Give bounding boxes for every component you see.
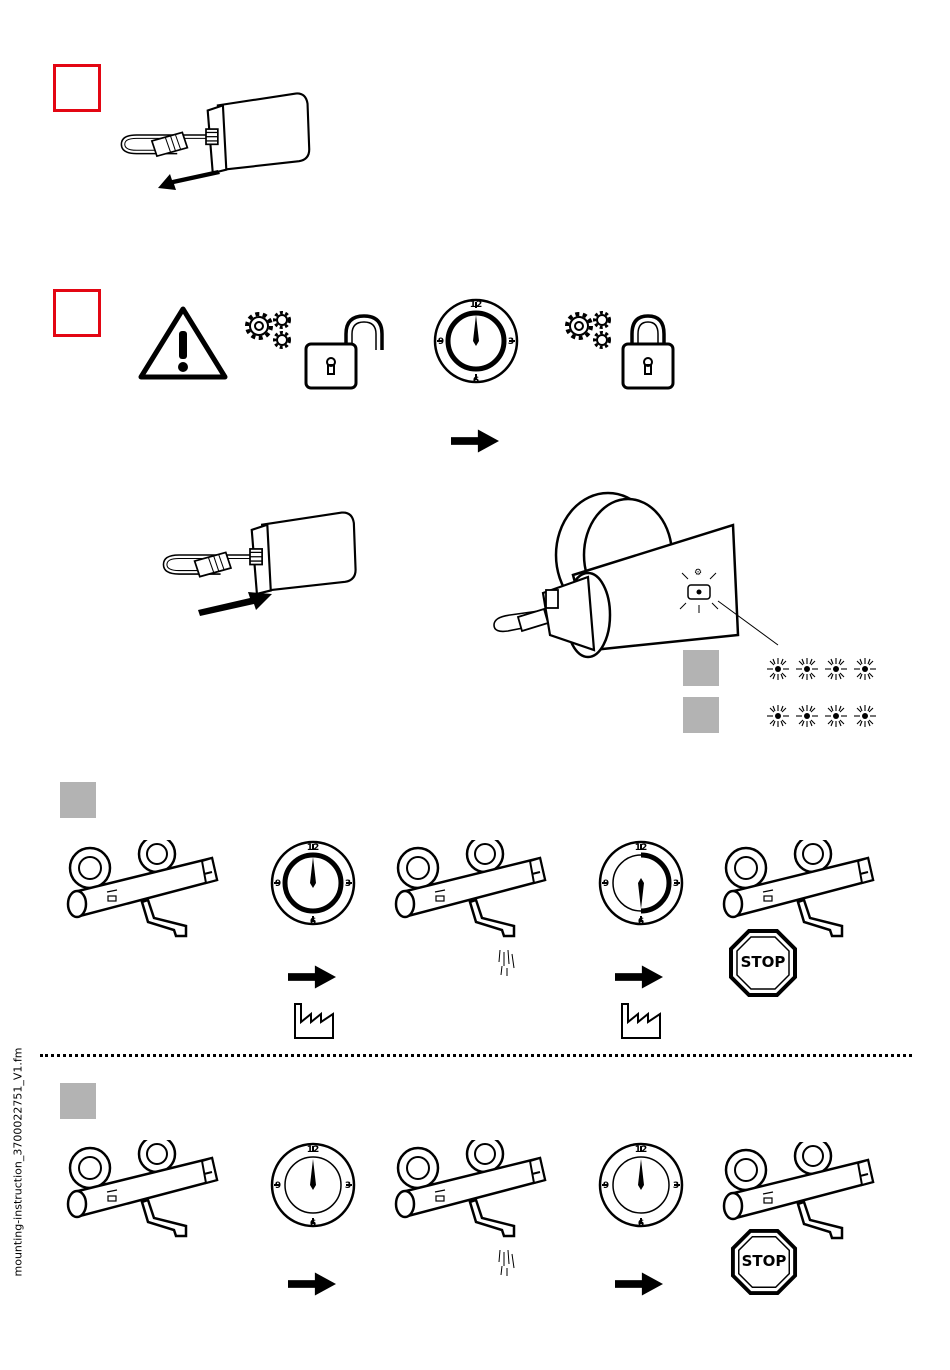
stop-label: STOP — [728, 953, 798, 971]
dial-label-9: 9 — [603, 879, 609, 889]
dial-label-3: 3 — [345, 1181, 351, 1191]
arrow-right-icon — [288, 1272, 336, 1296]
dial-label-9: 9 — [603, 1181, 609, 1191]
blinking-led-icon — [824, 657, 848, 681]
dial-label-12: 12 — [635, 843, 648, 853]
arrow-right-icon — [451, 429, 499, 453]
stop-sign: STOP — [728, 928, 798, 998]
warning-triangle-icon — [137, 305, 229, 380]
dial-label-12: 12 — [635, 1145, 648, 1155]
blinking-led-icon — [766, 657, 790, 681]
status-marker-a — [683, 650, 719, 686]
dial-label-6: 6 — [638, 1219, 644, 1229]
dial-label-6: 6 — [310, 1219, 316, 1229]
dial-label-3: 3 — [508, 337, 514, 347]
temperature-dial: 12 3 6 9 — [268, 1140, 358, 1230]
faucet-illustration — [62, 840, 222, 950]
faucet-illustration — [390, 840, 550, 950]
step-marker-a — [60, 782, 96, 818]
arrow-right-icon — [615, 1272, 663, 1296]
unlocked-padlock-icon — [302, 312, 388, 392]
temperature-dial: 12 3 6 9 — [431, 296, 521, 386]
blinking-led-icon — [824, 704, 848, 728]
step-marker-1 — [53, 64, 101, 112]
arrow-right-icon — [198, 590, 272, 616]
blinking-led-icon — [795, 704, 819, 728]
temperature-dial: 12 3 6 9 — [596, 838, 686, 928]
dial-label-12: 12 — [307, 843, 320, 853]
dial-label-3: 3 — [345, 879, 351, 889]
dial-label-12: 12 — [470, 300, 483, 310]
temperature-dial: 12 3 6 9 — [596, 1140, 686, 1230]
gears-icon — [244, 310, 296, 350]
blinking-led-icon — [853, 657, 877, 681]
dial-label-12: 12 — [307, 1145, 320, 1155]
step-marker-b — [60, 1083, 96, 1119]
blinking-led-icon — [795, 657, 819, 681]
dial-label-3: 3 — [673, 879, 679, 889]
dial-label-9: 9 — [275, 879, 281, 889]
dial-label-6: 6 — [473, 376, 479, 386]
blinking-led-icon — [853, 704, 877, 728]
faucet-illustration — [390, 1140, 550, 1250]
factory-icon — [619, 1002, 663, 1040]
stop-label: STOP — [730, 1252, 798, 1270]
status-marker-b — [683, 697, 719, 733]
temperature-dial: 12 3 6 9 — [268, 838, 358, 928]
water-spray-icon — [496, 948, 516, 978]
document-file-name: mounting-instruction_3700022751_V1.fm — [12, 1077, 25, 1277]
svg-text:⚙: ⚙ — [694, 568, 702, 578]
arrow-right-icon — [615, 965, 663, 989]
gears-icon — [564, 310, 616, 350]
water-spray-icon — [496, 1248, 516, 1278]
factory-icon — [292, 1002, 336, 1040]
battery-disconnect-illustration — [118, 80, 338, 190]
faucet-illustration — [62, 1140, 222, 1250]
dial-label-6: 6 — [310, 917, 316, 927]
dial-label-6: 6 — [638, 917, 644, 927]
dial-label-9: 9 — [275, 1181, 281, 1191]
stop-sign: STOP — [730, 1228, 798, 1296]
battery-installed-illustration: ⚙ — [488, 475, 788, 660]
arrow-right-icon — [288, 965, 336, 989]
battery-connect-illustration — [160, 500, 385, 610]
dotted-divider — [40, 1054, 912, 1057]
dial-label-3: 3 — [673, 1181, 679, 1191]
blinking-led-icon — [766, 704, 790, 728]
locked-padlock-icon — [618, 312, 678, 392]
dial-label-9: 9 — [438, 337, 444, 347]
arrow-left-icon — [158, 168, 220, 194]
step-marker-2 — [53, 289, 101, 337]
